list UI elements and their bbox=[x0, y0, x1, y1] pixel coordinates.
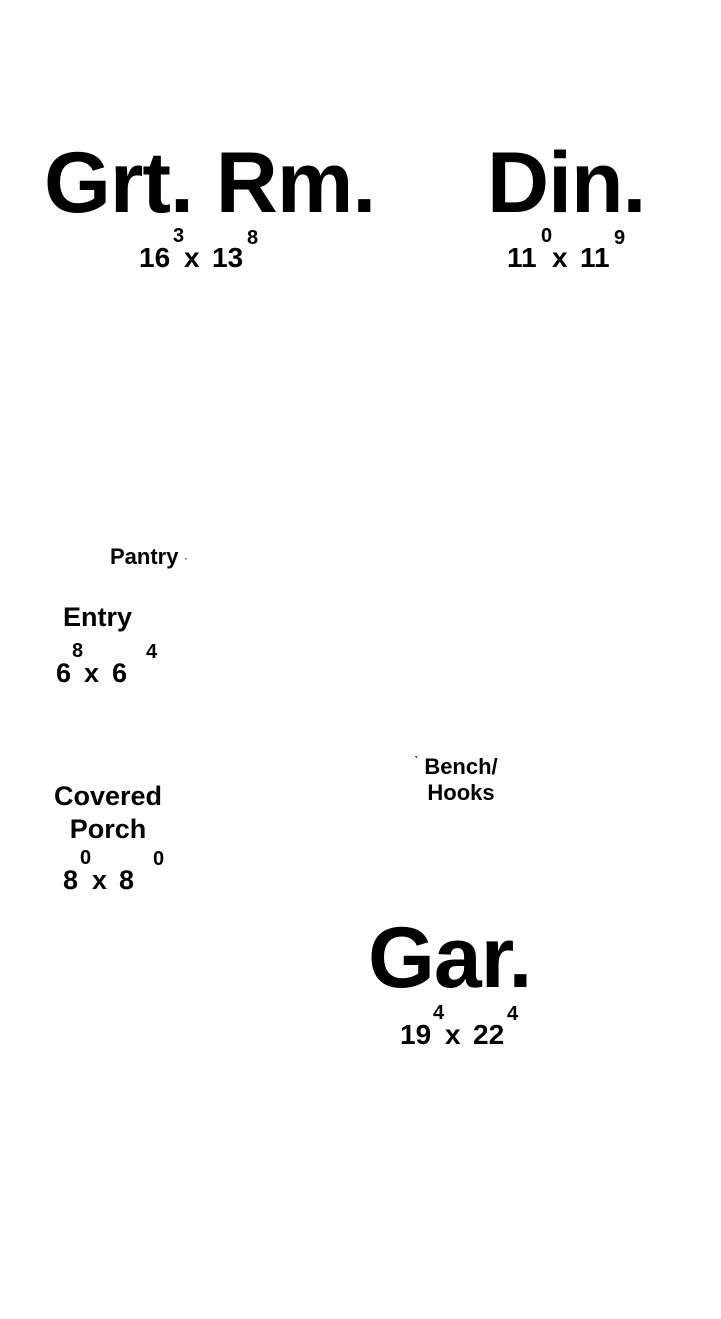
covered-porch-length-in: 0 bbox=[153, 848, 165, 870]
entry-width-ft: 6 bbox=[56, 658, 72, 688]
bench-hooks-label-line1: Bench/ bbox=[424, 754, 498, 779]
great-room-length-in: 8 bbox=[247, 227, 259, 249]
garage-width-in: 4 bbox=[433, 1002, 445, 1024]
garage-width-ft: 19 bbox=[400, 1019, 432, 1050]
entry-length-ft: 6 bbox=[112, 658, 128, 688]
entry-label: Entry bbox=[63, 602, 133, 632]
dining-length-ft: 11 bbox=[580, 242, 610, 273]
covered-porch-width-in: 0 bbox=[80, 847, 92, 869]
covered-porch-label-line1: Covered bbox=[53, 781, 163, 811]
dining-width-ft: 11 bbox=[507, 242, 537, 273]
great-room-dim-sep: x bbox=[184, 242, 200, 273]
garage-label: Gar. bbox=[368, 910, 532, 1006]
pantry-label: Pantry bbox=[110, 544, 179, 569]
entry-dim-sep: x bbox=[84, 658, 100, 688]
bench-tick-mark: ˋ bbox=[414, 753, 419, 769]
garage-dim-sep: x bbox=[445, 1019, 461, 1050]
covered-porch-dim-sep: x bbox=[92, 865, 108, 895]
dining-length-in: 9 bbox=[614, 227, 626, 249]
great-room-width-in: 3 bbox=[173, 225, 185, 247]
dining-dim-sep: x bbox=[552, 242, 568, 273]
bench-hooks-label-line2: Hooks bbox=[427, 780, 495, 805]
great-room-width-ft: 16 bbox=[139, 242, 171, 273]
great-room-label: Grt. Rm. bbox=[44, 135, 376, 231]
covered-porch-length-ft: 8 bbox=[119, 865, 135, 895]
garage-length-in: 4 bbox=[507, 1003, 519, 1025]
dining-label: Din. bbox=[487, 135, 646, 231]
great-room-length-ft: 13 bbox=[212, 242, 244, 273]
entry-length-in: 4 bbox=[146, 641, 158, 663]
covered-porch-label-line2: Porch bbox=[69, 814, 147, 844]
dining-width-in: 0 bbox=[541, 225, 553, 247]
pantry-tick-mark: · bbox=[184, 551, 188, 565]
covered-porch-width-ft: 8 bbox=[63, 865, 79, 895]
garage-length-ft: 22 bbox=[473, 1019, 505, 1050]
entry-width-in: 8 bbox=[72, 640, 84, 662]
